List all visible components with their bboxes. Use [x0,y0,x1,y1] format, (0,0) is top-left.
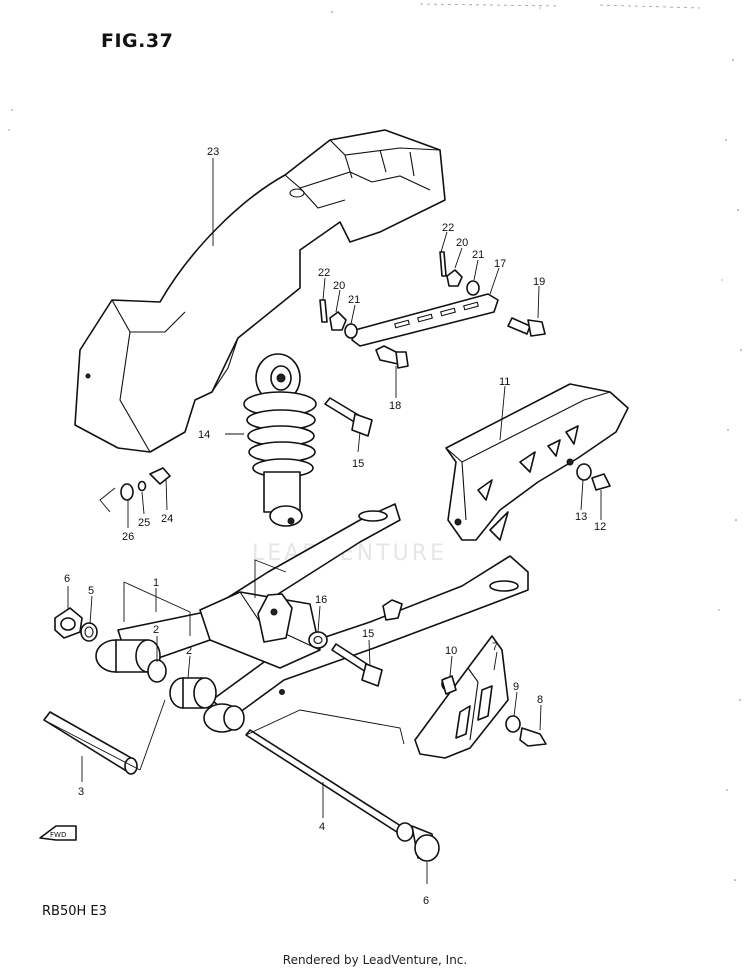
callout-18: 18 [389,400,401,412]
callout-5: 5 [88,585,94,597]
callout-2: 2 [186,645,192,657]
pivot-bolt [245,729,435,859]
callout-20: 20 [456,237,468,249]
pivot-cap-right [414,834,440,862]
leader-lines [43,158,602,884]
callout-17: 17 [494,258,506,270]
chain-adjuster-plate [351,293,499,347]
callout-23: 23 [207,146,219,158]
callout-2: 2 [153,624,159,636]
callout-15: 15 [352,458,364,470]
callout-7: 7 [492,641,498,653]
callout-24: 24 [161,513,173,525]
pivot-collars [95,639,245,733]
callout-22: 22 [318,267,330,279]
callout-13: 13 [575,511,587,523]
callout-15: 15 [362,628,374,640]
model-code: RB50H E3 [42,904,107,919]
callout-12: 12 [594,521,606,533]
callout-21: 21 [348,294,360,306]
chain-case [445,383,629,541]
chain-guard [414,635,509,759]
pivot-nut-left [54,607,98,642]
callout-9: 9 [513,681,519,693]
rear-fender [74,129,446,453]
scan-noise [8,7,742,881]
figure-title: FIG.37 [101,30,174,52]
callout-labels: 23 22 20 21 17 19 22 20 21 18 11 14 15 1… [64,146,606,907]
callout-14: 14 [198,429,210,441]
footer-credit: Rendered by LeadVenture, Inc. [282,953,468,967]
callout-22: 22 [442,222,454,234]
callout-3: 3 [78,786,84,798]
swing-arm [117,503,529,719]
hardware [39,251,611,841]
callout-11: 11 [499,376,510,388]
callout-21: 21 [472,249,484,261]
callout-16: 16 [315,594,327,606]
shock-absorber [243,353,317,527]
callout-25: 25 [138,517,150,529]
callout-19: 19 [533,276,545,288]
callout-26: 26 [122,531,134,543]
callout-10: 10 [445,645,457,657]
callout-20: 20 [333,280,345,292]
callout-4: 4 [319,821,325,833]
pivot-bush [43,711,138,775]
fwd-label: FWD [50,831,66,839]
callout-6: 6 [64,573,70,585]
callout-8: 8 [537,694,543,706]
callout-1: 1 [153,577,159,589]
callout-6: 6 [423,895,429,907]
